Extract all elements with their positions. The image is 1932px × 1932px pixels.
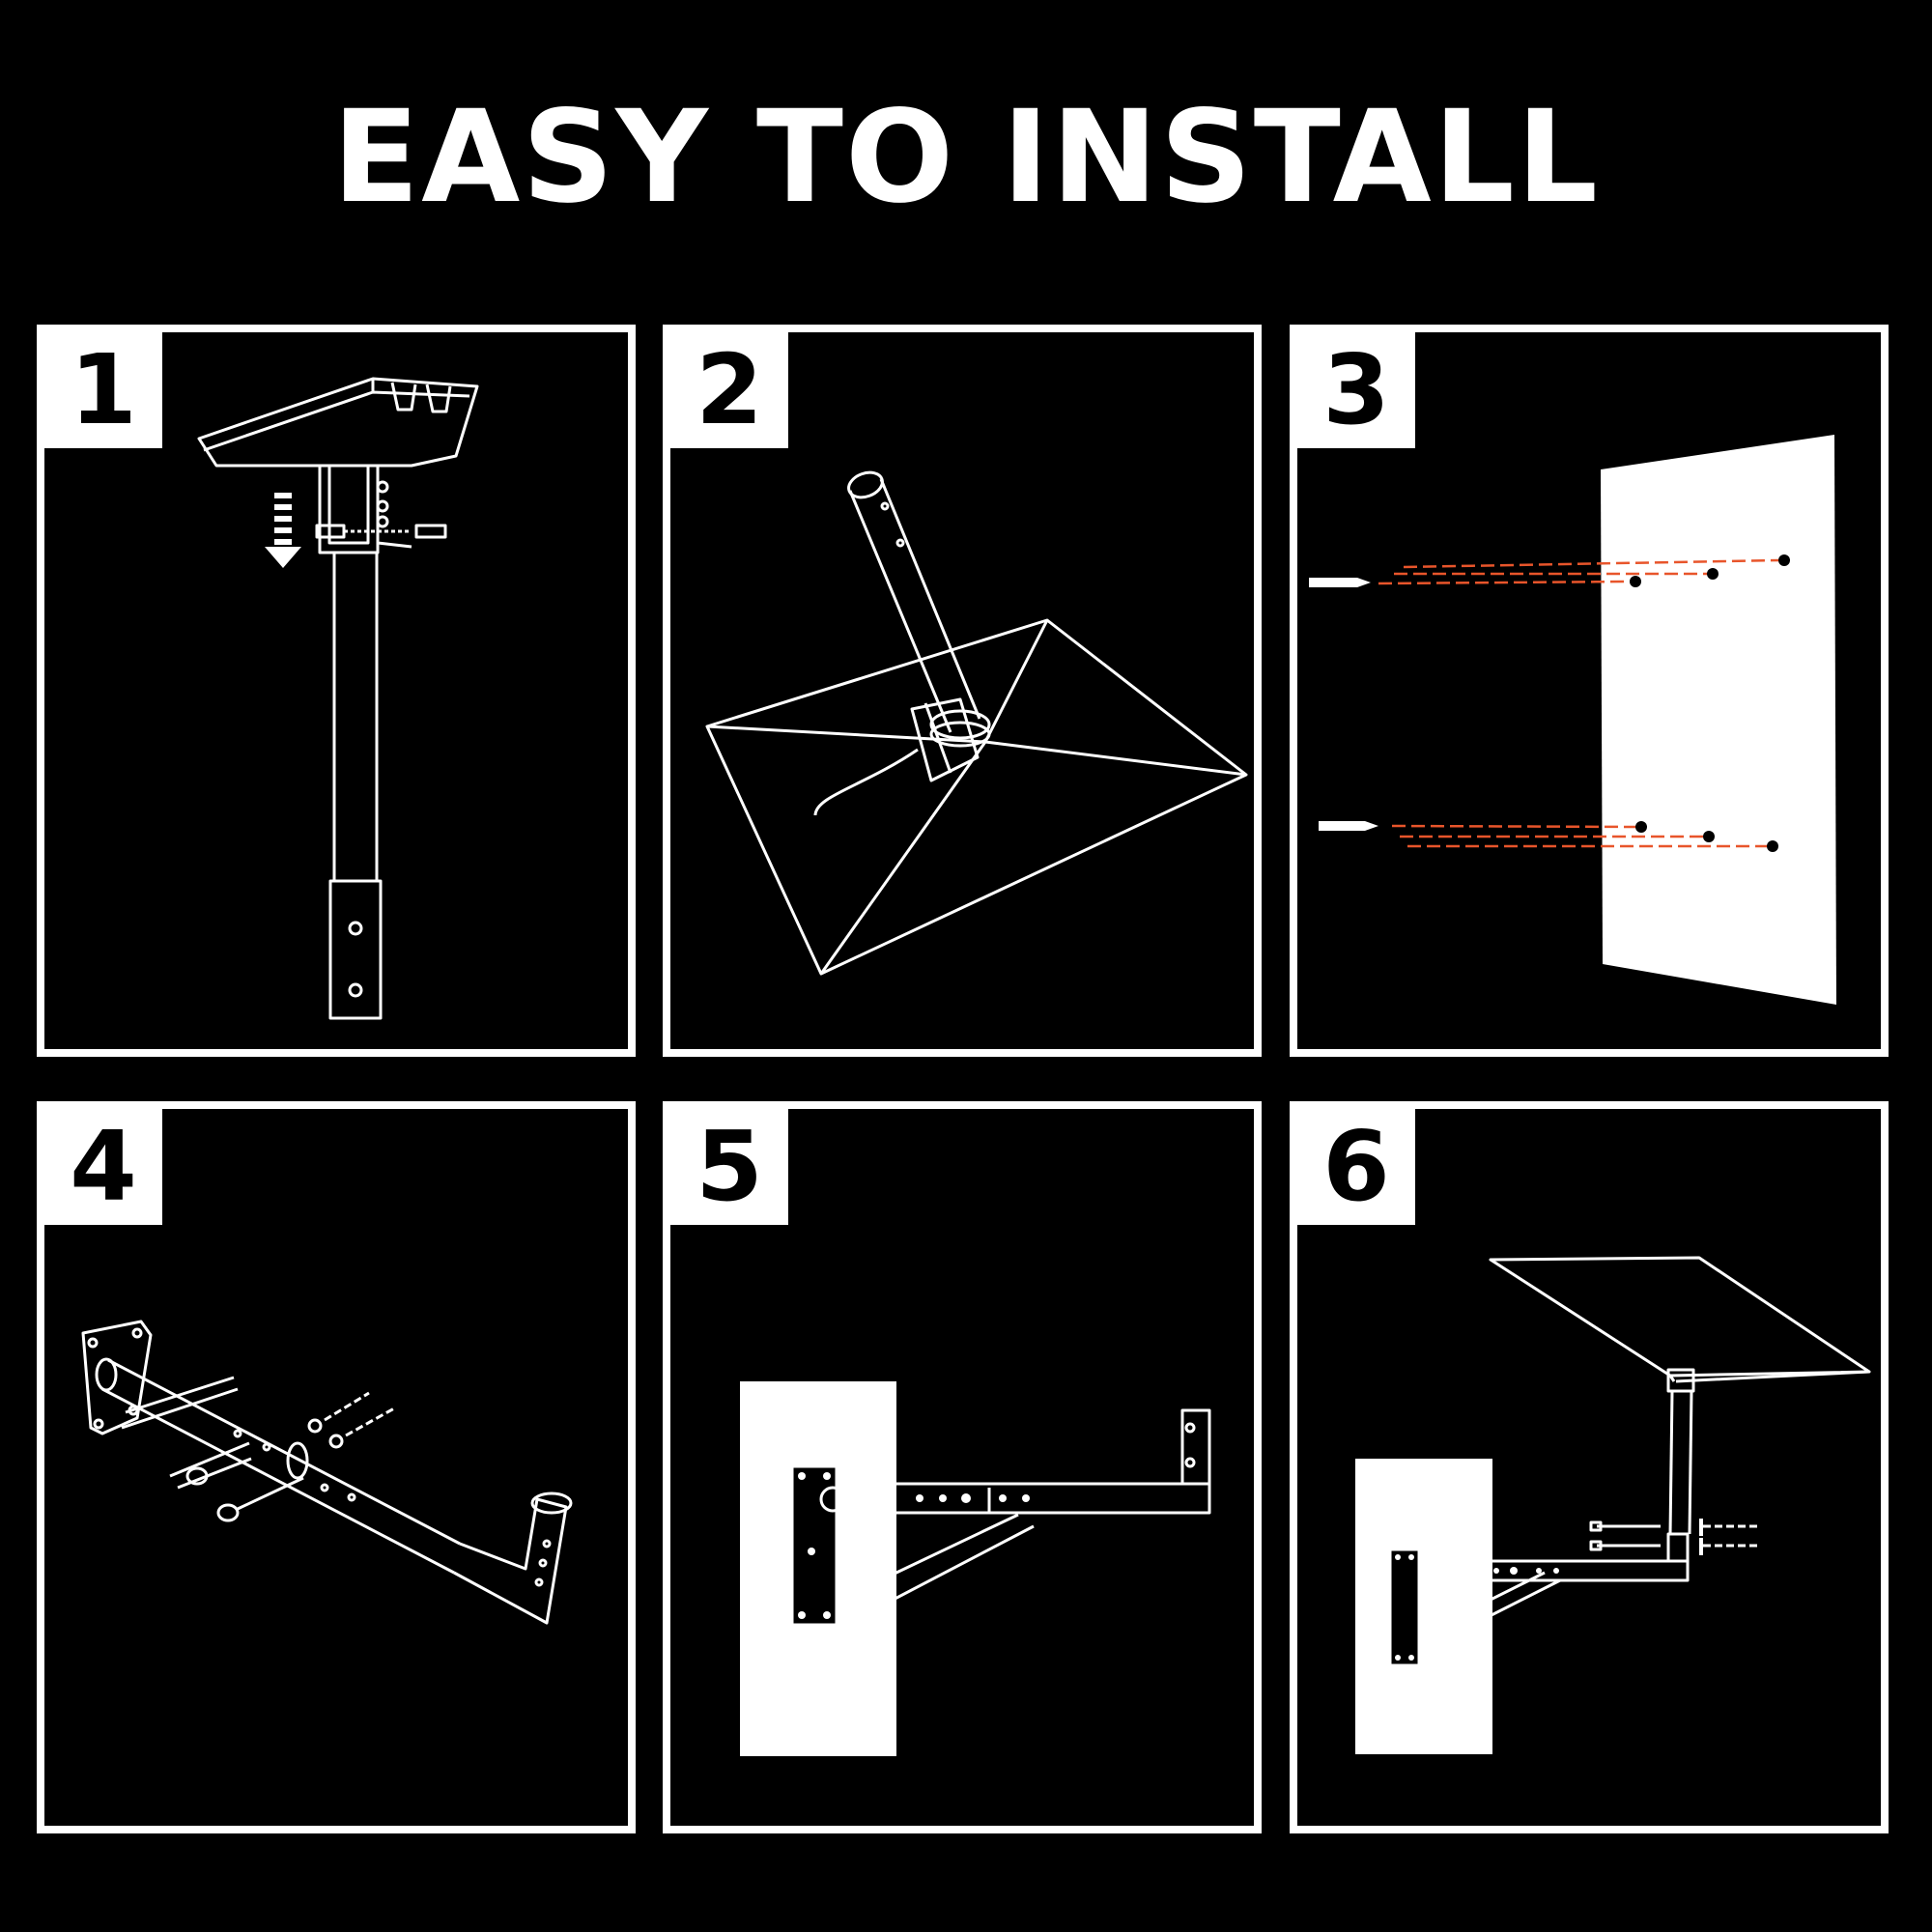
wall-shape: [1355, 1459, 1492, 1754]
step-number: 2: [670, 332, 788, 448]
step-1-panel: 1: [37, 325, 636, 1057]
step-6-illustration: [1355, 1256, 1871, 1754]
step-2-panel: 2: [663, 325, 1262, 1057]
step-number: 4: [44, 1109, 162, 1225]
step-2-illustration: [705, 470, 1248, 976]
drill-bit-icon: [1309, 578, 1378, 831]
step-3-panel: 3: [1290, 325, 1889, 1057]
wall-shape: [1601, 435, 1836, 1005]
step-4-illustration: [81, 1320, 573, 1625]
step-number: 3: [1297, 332, 1415, 448]
step-5-panel: 5: [663, 1101, 1262, 1833]
page-title: EASY TO INSTALL: [332, 83, 1600, 232]
step-number: 6: [1297, 1109, 1415, 1225]
step-number: 1: [44, 332, 162, 448]
step-3-illustration: [1309, 435, 1836, 1005]
step-1-illustration: [197, 377, 479, 1020]
down-arrow-icon: [265, 493, 301, 568]
step-number: 5: [670, 1109, 788, 1225]
wall-plate: [790, 1464, 846, 1627]
wall-plate: [1388, 1548, 1421, 1667]
step-5-illustration: [740, 1381, 1211, 1756]
step-4-panel: 4: [37, 1101, 636, 1833]
step-6-panel: 6: [1290, 1101, 1889, 1833]
